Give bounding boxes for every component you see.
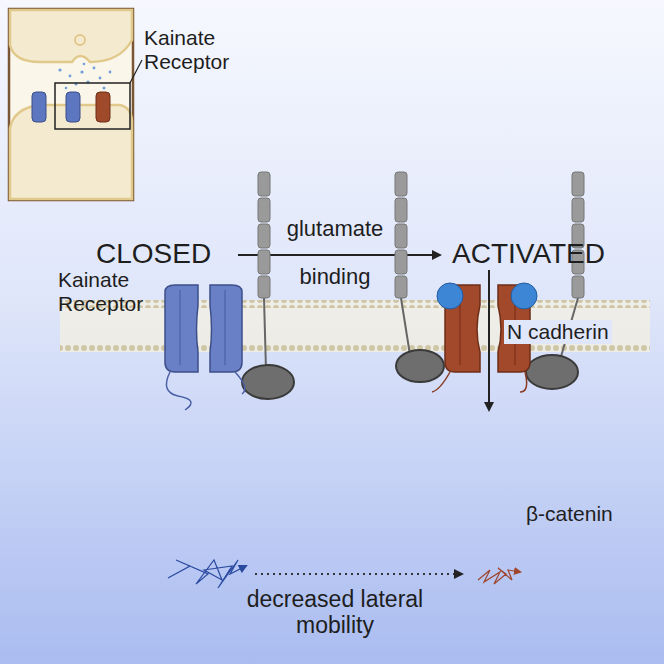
protein-label: β-catenin bbox=[526, 502, 656, 526]
synapse-inset bbox=[9, 9, 142, 200]
transition-label: binding bbox=[230, 264, 440, 289]
transition-label: glutamate bbox=[230, 216, 440, 241]
inset-label: Kainate Receptor bbox=[144, 26, 254, 74]
membrane bbox=[60, 300, 650, 352]
trajectory bbox=[168, 560, 520, 588]
state-label: CLOSED bbox=[96, 238, 232, 270]
effect-label: decreased lateral mobility bbox=[230, 586, 440, 639]
state-label: ACTIVATED bbox=[452, 238, 657, 270]
closed-receptor bbox=[165, 285, 245, 410]
receptor-label: Kainate Receptor bbox=[58, 268, 162, 316]
protein-label: N cadherin bbox=[504, 320, 612, 344]
